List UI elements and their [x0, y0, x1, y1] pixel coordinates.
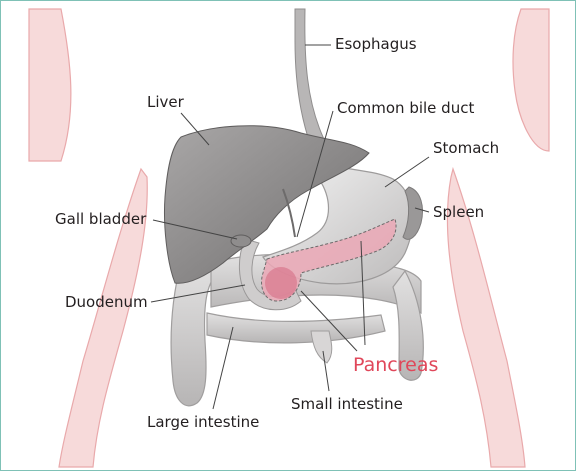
gall-bladder-shape — [231, 235, 251, 247]
label-esophagus: Esophagus — [335, 37, 417, 52]
label-liver: Liver — [147, 95, 184, 110]
pancreas-head — [265, 267, 297, 299]
small-intestine-shape — [311, 331, 332, 363]
label-common-bile-duct: Common bile duct — [337, 101, 474, 116]
body-silhouette — [29, 9, 549, 467]
label-duodenum: Duodenum — [65, 295, 148, 310]
label-spleen: Spleen — [433, 205, 484, 220]
label-stomach: Stomach — [433, 141, 499, 156]
label-pancreas: Pancreas — [353, 356, 438, 375]
label-small-intestine: Small intestine — [291, 397, 403, 412]
label-large-intestine: Large intestine — [147, 415, 259, 430]
label-gall-bladder: Gall bladder — [55, 212, 146, 227]
